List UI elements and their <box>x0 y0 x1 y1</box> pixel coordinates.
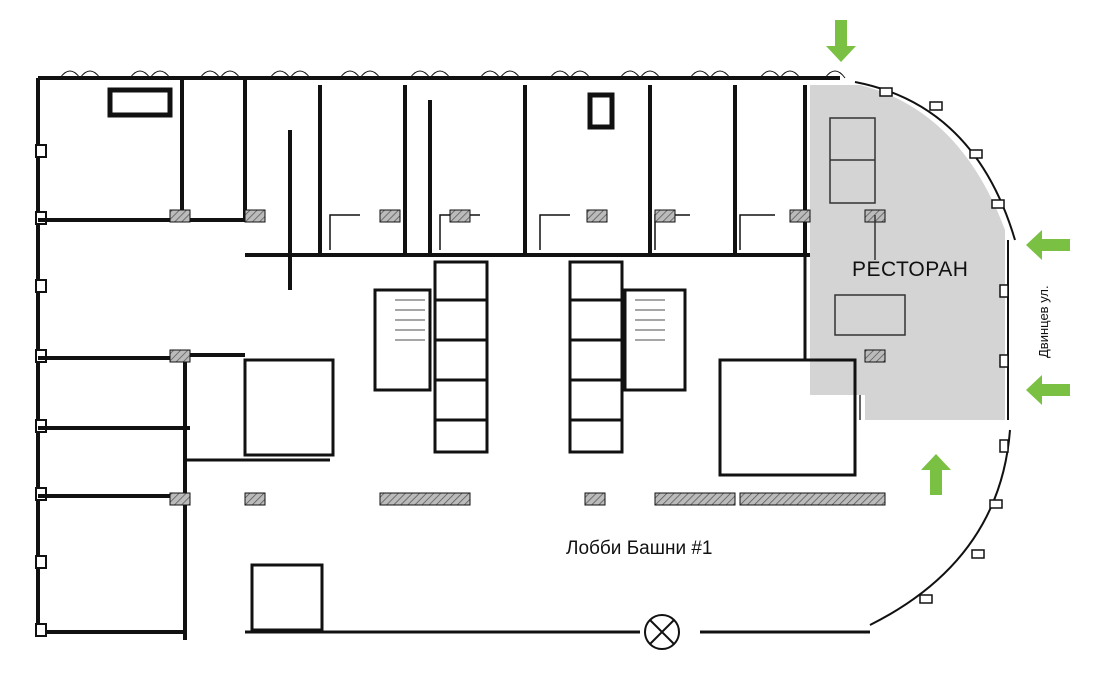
entrance-arrow-right-lower <box>1026 375 1070 405</box>
entrance-arrow-right-upper <box>1026 230 1070 260</box>
left-tenant-walls <box>38 80 247 640</box>
building-core <box>243 255 857 632</box>
entrance-arrows <box>826 20 1070 495</box>
restaurant-area <box>810 85 1005 420</box>
restaurant-label: РЕСТОРАН <box>852 258 969 281</box>
structural-columns <box>169 209 886 506</box>
bottom-wall <box>185 458 870 650</box>
top-facade-windows <box>59 70 846 79</box>
stair-treads <box>395 299 665 341</box>
outer-walls <box>36 76 1016 634</box>
entrance-arrow-bottom <box>921 454 951 495</box>
curved-facade-columns <box>879 87 1009 604</box>
entrance-arrow-top <box>826 20 856 62</box>
restaurant-partitions <box>829 117 906 420</box>
street-label: Двинцев ул. <box>1036 285 1051 358</box>
lobby-label: Лобби Башни #1 <box>566 538 713 559</box>
upper-units <box>245 85 810 290</box>
